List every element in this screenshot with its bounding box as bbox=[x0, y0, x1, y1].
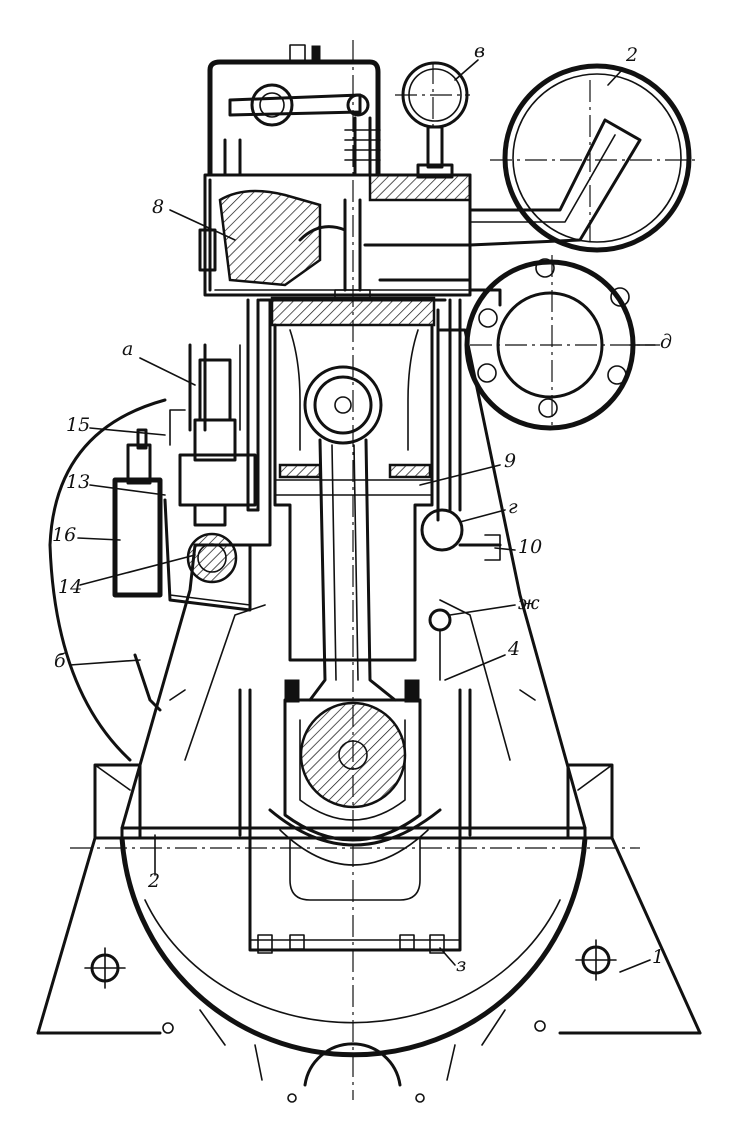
fuel-pump bbox=[169, 343, 257, 527]
callout-v: в bbox=[474, 40, 486, 62]
callout-1: 1 bbox=[652, 946, 665, 968]
callout-14: 14 bbox=[58, 576, 83, 598]
callout-zh: ж bbox=[518, 592, 540, 614]
air-intake bbox=[468, 63, 692, 253]
callout-16: 16 bbox=[52, 524, 77, 546]
crankshaft-web bbox=[268, 808, 442, 866]
callout-13: 13 bbox=[66, 471, 91, 493]
centerlines bbox=[70, 40, 700, 1100]
exhaust-flange bbox=[464, 258, 636, 431]
callout-10: 10 bbox=[518, 536, 543, 558]
fuel-filter bbox=[112, 428, 163, 598]
callout-9: 9 bbox=[504, 450, 517, 472]
rocker-shaft bbox=[250, 83, 294, 127]
base-frame bbox=[36, 763, 702, 1035]
camshaft bbox=[186, 532, 238, 584]
cylinder-head bbox=[198, 173, 472, 301]
governor-cover bbox=[48, 398, 252, 762]
crankcase bbox=[120, 298, 587, 954]
sump bbox=[119, 837, 588, 1103]
callout-4: 4 bbox=[508, 638, 521, 660]
callout-2-top: 2 bbox=[626, 44, 639, 66]
callout-15: 15 bbox=[66, 414, 91, 436]
callout-z: з bbox=[456, 954, 467, 976]
callout-a: а bbox=[122, 338, 134, 360]
callout-g: г bbox=[508, 496, 518, 518]
callout-b: б bbox=[54, 650, 66, 672]
rocker-cover bbox=[207, 44, 381, 177]
piston bbox=[270, 296, 436, 662]
callout-8-left: 8 bbox=[152, 196, 165, 218]
connecting-rod bbox=[283, 365, 422, 842]
side-ports bbox=[169, 508, 536, 701]
callout-d: д bbox=[660, 331, 673, 353]
crank-pin bbox=[299, 701, 407, 809]
gauge-v bbox=[401, 61, 469, 179]
callout-2-bottom: 2 bbox=[148, 870, 161, 892]
leader-lines bbox=[69, 59, 656, 973]
